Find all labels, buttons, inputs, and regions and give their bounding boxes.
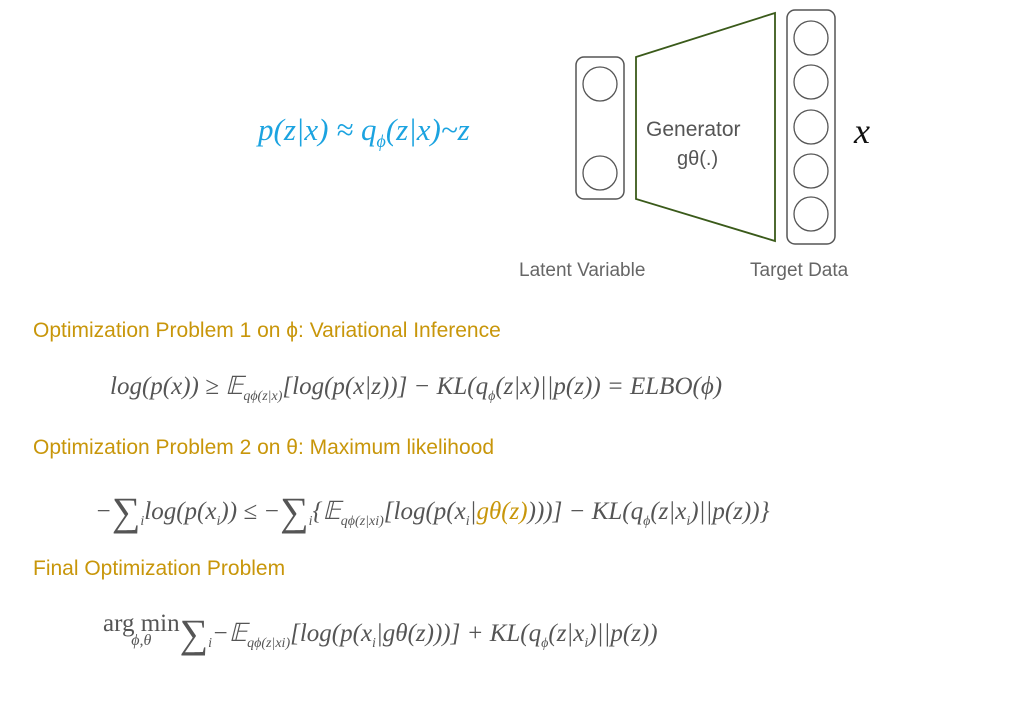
latent-node: [582, 66, 618, 102]
generator-diagram: [575, 9, 836, 245]
generator-label: Generator: [646, 118, 741, 141]
target-data-label: Target Data: [750, 260, 849, 281]
latent-node: [582, 155, 618, 191]
generator-function: gθ(.): [677, 148, 719, 170]
latent-variable-label: Latent Variable: [519, 260, 646, 281]
target-node: [793, 153, 829, 189]
target-node: [793, 64, 829, 100]
section-heading-3: Final Optimization Problem: [33, 557, 286, 580]
output-symbol: x: [854, 111, 870, 151]
target-node: [793, 109, 829, 145]
section-heading-1: Optimization Problem 1 on ϕ: Variational…: [33, 319, 501, 342]
posterior-approximation-equation: p(z|x) ≈ qϕ(z|x)~z: [258, 112, 470, 152]
equation-elbo: log(p(x)) ≥ 𝔼qϕ(z|x)[log(p(x|z))] − KL(q…: [110, 373, 723, 404]
section-heading-2: Optimization Problem 2 on θ: Maximum lik…: [33, 436, 495, 459]
equation-max-likelihood: −∑ilog(p(xi)) ≤ −∑i{𝔼qϕ(z|xi)[log(p(xi|g…: [95, 489, 770, 534]
generator-trapezoid: [635, 11, 776, 243]
target-node: [793, 196, 829, 232]
target-node: [793, 20, 829, 56]
